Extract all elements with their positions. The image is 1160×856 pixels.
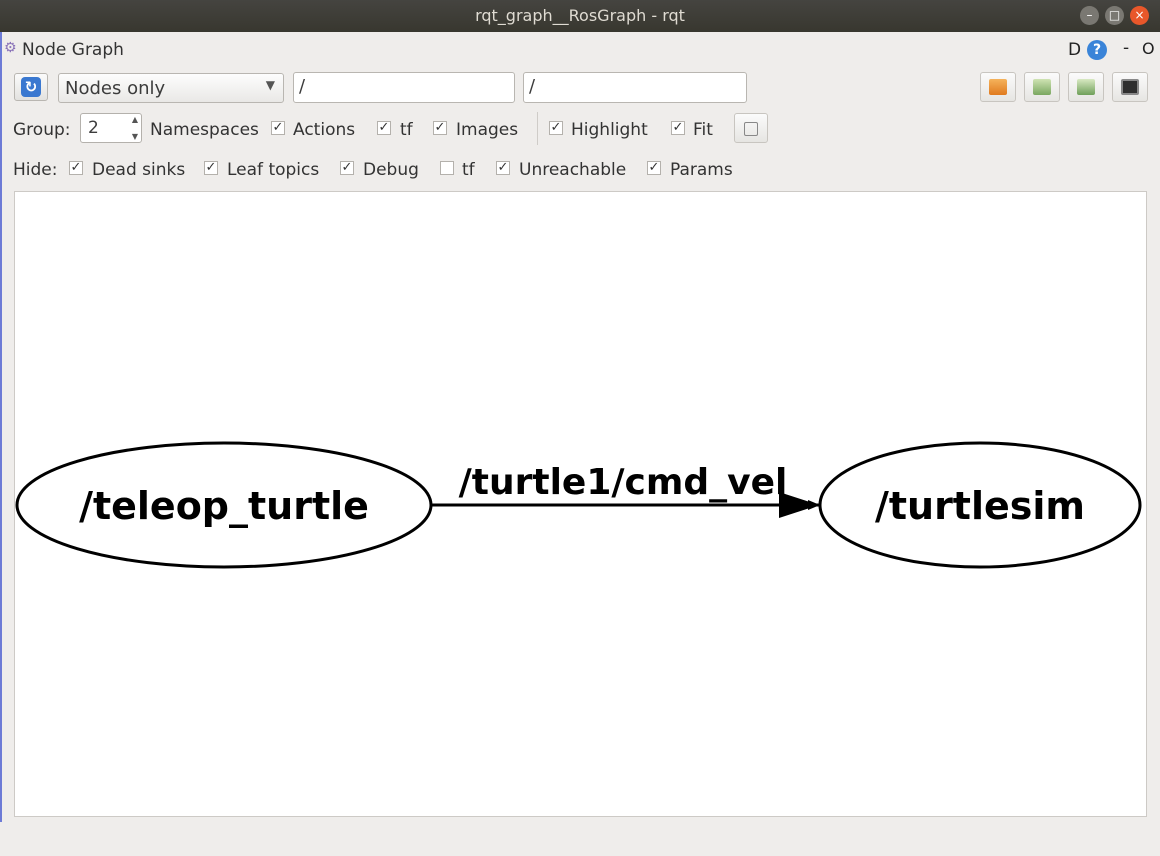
graph-node-teleop[interactable] [15, 441, 433, 569]
unreachable-label: Unreachable [519, 160, 627, 180]
tf-group-checkbox[interactable]: ✓ [377, 120, 391, 135]
window-close-button[interactable]: × [1130, 6, 1149, 25]
plugin-icon: ⚙ [4, 40, 17, 56]
screenshot-icon [1121, 79, 1139, 95]
window-maximize-button[interactable]: □ [1105, 6, 1124, 25]
toolbar-divider [537, 112, 538, 145]
topic-filter-input[interactable]: / [523, 72, 747, 103]
graph-mode-value: Nodes only [65, 78, 166, 99]
fit-view-icon [744, 122, 758, 136]
graph-node-turtlesim-label: /turtlesim [875, 484, 1085, 528]
plugin-minimize-button[interactable]: - [1123, 38, 1130, 58]
window-titlebar: rqt_graph__RosGraph - rqt – □ × [0, 0, 1160, 32]
edge-label[interactable]: /turtle1/cmd_vel [459, 462, 788, 503]
highlight-checkbox[interactable]: ✓ [549, 120, 563, 135]
leaf-topics-label: Leaf topics [227, 160, 320, 180]
save-dot-icon [1033, 79, 1051, 95]
save-image-button[interactable] [1068, 72, 1104, 102]
status-bar [0, 822, 1160, 856]
tf-hide-checkbox[interactable] [440, 161, 454, 175]
plugin-close-button[interactable]: O [1142, 39, 1155, 58]
refresh-icon: ↻ [21, 77, 41, 97]
help-icon[interactable]: ? [1087, 40, 1107, 60]
highlight-label: Highlight [571, 120, 648, 140]
tf-hide-label: tf [462, 160, 475, 180]
namespace-filter-input[interactable]: / [293, 72, 515, 103]
params-label: Params [670, 160, 733, 180]
images-checkbox[interactable]: ✓ [433, 120, 447, 135]
edge-arrowhead [779, 492, 819, 518]
actions-checkbox[interactable]: ✓ [271, 120, 285, 135]
graph-mode-select[interactable]: Nodes only ▼ [58, 73, 284, 103]
unreachable-checkbox[interactable]: ✓ [496, 160, 510, 175]
screenshot-button[interactable] [1112, 72, 1148, 102]
save-image-icon [1077, 79, 1095, 95]
plugin-title: Node Graph [22, 40, 124, 60]
group-value: 2 [88, 118, 99, 138]
tf-group-label: tf [400, 120, 413, 140]
debug-checkbox[interactable]: ✓ [340, 160, 354, 175]
dead-sinks-checkbox[interactable]: ✓ [69, 160, 83, 175]
images-label: Images [456, 120, 519, 140]
fit-checkbox[interactable]: ✓ [671, 120, 685, 135]
spin-down-icon[interactable]: ▼ [131, 132, 138, 141]
graph-node-teleop-label: /teleop_turtle [79, 484, 369, 528]
group-spinbox[interactable]: 2 ▲ ▼ [80, 113, 142, 143]
leaf-topics-checkbox[interactable]: ✓ [204, 160, 218, 175]
actions-label: Actions [293, 120, 356, 140]
fit-label: Fit [693, 120, 713, 140]
spin-up-icon[interactable]: ▲ [131, 115, 138, 124]
graph-canvas[interactable]: /turtle1/cmd_vel /teleop_turtle /turtles… [14, 191, 1147, 817]
params-checkbox[interactable]: ✓ [647, 160, 661, 175]
plugin-d-button[interactable]: D [1068, 40, 1082, 60]
group-label: Group: [13, 120, 71, 140]
hide-label: Hide: [13, 160, 58, 180]
window-title: rqt_graph__RosGraph - rqt [475, 6, 685, 25]
save-dot-button[interactable] [1024, 72, 1060, 102]
plugin-header: ⚙ Node Graph D ? - O [0, 36, 1160, 64]
open-folder-icon [989, 79, 1007, 95]
open-dot-button[interactable] [980, 72, 1016, 102]
chevron-down-icon: ▼ [265, 78, 275, 92]
window-left-edge [0, 32, 2, 856]
refresh-button[interactable]: ↻ [14, 73, 48, 101]
debug-label: Debug [363, 160, 419, 180]
window-minimize-button[interactable]: – [1080, 6, 1099, 25]
dead-sinks-label: Dead sinks [92, 160, 186, 180]
graph-svg: /turtle1/cmd_vel /teleop_turtle /turtles… [15, 441, 1142, 569]
graph-node-turtlesim[interactable] [818, 441, 1142, 569]
namespaces-label: Namespaces [150, 120, 259, 140]
fit-view-button[interactable] [734, 113, 768, 143]
